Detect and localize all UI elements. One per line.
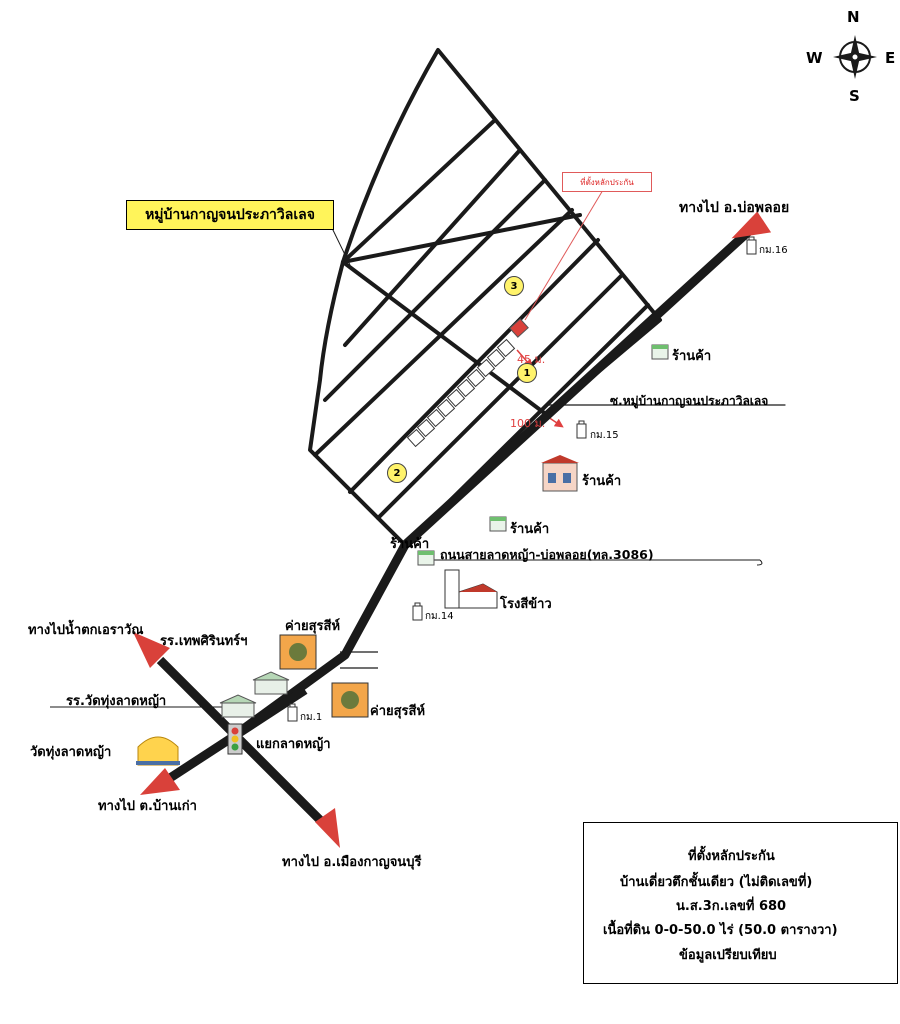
road-arrow-mueang	[315, 808, 340, 848]
label-soi-village: ซ.หมู่บ้านกาญจนประภาวิลเลจ	[610, 394, 769, 408]
label-shop-2: ร้านค้า	[582, 474, 622, 489]
label-intersection: แยกลาดหญ้า	[256, 737, 331, 752]
label-km1: กม.1	[300, 712, 323, 723]
row-houses	[406, 338, 516, 448]
label-temple: วัดทุ่งลาดหญ้า	[30, 745, 112, 760]
compass-north: N	[847, 8, 860, 26]
compass-west: W	[806, 49, 823, 67]
label-camp-1: ค่ายสุรสีห์	[285, 619, 341, 634]
distance-arrow-45	[516, 349, 533, 369]
label-km14: กม.14	[425, 611, 454, 622]
subdivision-lots	[313, 118, 786, 547]
road-arrow-bo-phloi	[731, 211, 772, 239]
camp-icon	[331, 682, 369, 718]
label-school-1: รร.เทพศิรินทร์ฯ	[160, 634, 248, 649]
collateral-pin-label: ที่ตั้งหลักประกัน	[562, 172, 652, 192]
label-leaders	[50, 227, 763, 708]
km-post-icons	[287, 236, 757, 722]
label-km15: กม.15	[590, 430, 619, 441]
rice-mill-icon	[444, 569, 498, 609]
label-shop-1: ร้านค้า	[672, 349, 712, 364]
road-break	[340, 651, 378, 669]
village-name-box: หมู่บ้านกาญจนประภาวิลเลจ	[126, 200, 334, 230]
school-icon	[219, 694, 257, 718]
pin-leader-line	[524, 189, 604, 321]
camp-icon	[279, 634, 317, 670]
label-school-2: รร.วัดทุ่งลาดหญ้า	[66, 694, 167, 709]
label-to-waterfall: ทางไปน้ำตกเอราวัณ	[28, 623, 144, 638]
comparable-marker-1: 1	[517, 363, 537, 383]
temple-icon	[136, 736, 180, 766]
compass-south: S	[849, 87, 860, 105]
label-to-bo-phloi: ทางไป อ.บ่อพลอย	[679, 200, 790, 216]
label-to-mueang: ทางไป อ.เมืองกาญจนบุรี	[282, 855, 422, 870]
legend-area-label: เนื้อที่ดิน 0-0-50.0 ไร่ (50.0 ตารางวา)	[603, 923, 838, 938]
label-shop-4: ร้านค้า	[390, 537, 430, 552]
comparable-marker-2: 2	[387, 463, 407, 483]
compass-east: E	[885, 49, 896, 67]
label-to-ban-kao: ทางไป ต.บ้านเก่า	[98, 799, 197, 814]
label-road-name: ถนนสายลาดหญ้า-บ่อพลอย(ทล.3086)	[440, 547, 654, 562]
label-camp-2: ค่ายสุรสีห์	[370, 704, 426, 719]
distance-label-100: 100 ม.	[510, 417, 546, 430]
compass-rose	[833, 35, 877, 79]
collateral-pin-marker	[509, 318, 529, 338]
road-arrow-ban-kao	[140, 768, 180, 795]
road-arrow-waterfall	[133, 632, 170, 668]
legend-house-label: บ้านเดี่ยวตึกชั้นเดียว (ไม่ติดเลขที่)	[620, 875, 813, 890]
traffic-light-icon	[227, 723, 243, 755]
distance-label-45: 45 ม.	[517, 353, 546, 366]
legend-deed-label: น.ส.3ก.เลขที่ 680	[676, 899, 787, 914]
school-icon	[252, 671, 290, 695]
label-rice-mill: โรงสีข้าว	[500, 597, 552, 612]
legend-box	[583, 822, 898, 984]
label-km16: กม.16	[759, 245, 788, 256]
label-shop-3: ร้านค้า	[510, 522, 550, 537]
legend-comparable-label: ข้อมูลเปรียบเทียบ	[679, 948, 777, 963]
shop-icons	[417, 344, 669, 566]
comparable-marker-3: 3	[504, 276, 524, 296]
legend-pin-label: ที่ตั้งหลักประกัน	[688, 849, 775, 864]
